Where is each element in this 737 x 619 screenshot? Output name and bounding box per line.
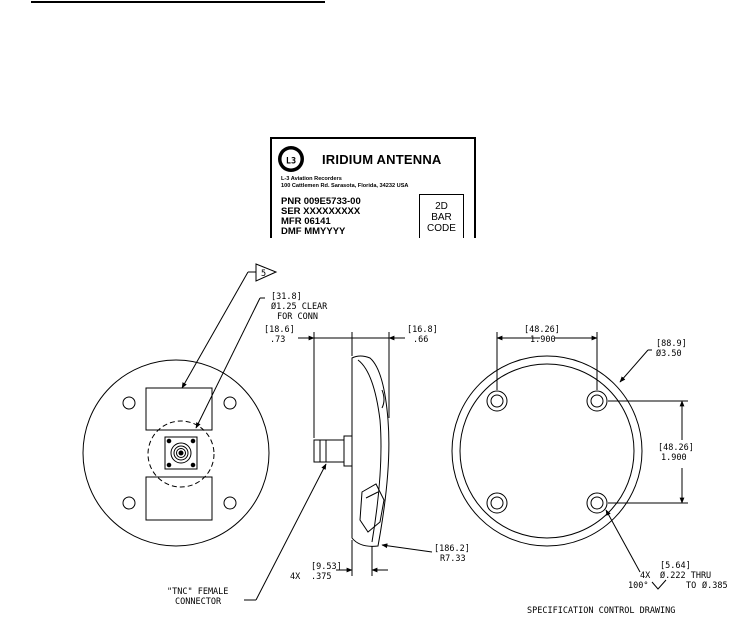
footer-title: SPECIFICATION CONTROL DRAWING bbox=[527, 606, 675, 616]
side-view bbox=[244, 332, 433, 601]
barcode-box: 2D BAR CODE bbox=[419, 194, 464, 238]
svg-text:CONNECTOR: CONNECTOR bbox=[175, 597, 222, 607]
svg-text:R7.33: R7.33 bbox=[440, 554, 466, 564]
svg-text:5: 5 bbox=[261, 269, 266, 279]
label-company-name: L-3 Aviation Recorders bbox=[281, 176, 342, 182]
svg-text:.375: .375 bbox=[311, 572, 331, 582]
label-dmf: DMF MMYYYY bbox=[281, 226, 346, 237]
svg-text:[88.9]: [88.9] bbox=[656, 339, 687, 349]
svg-text:[5.64]: [5.64] bbox=[660, 561, 691, 571]
svg-text:[9.53]: [9.53] bbox=[311, 562, 342, 572]
csk-hole-top-right bbox=[586, 390, 608, 412]
svg-text:1.900: 1.900 bbox=[530, 335, 556, 345]
svg-text:"TNC" FEMALE: "TNC" FEMALE bbox=[167, 587, 228, 597]
label-mfr: MFR 06141 bbox=[281, 216, 331, 227]
svg-text:[18.6]: [18.6] bbox=[264, 325, 295, 335]
label-pnr: PNR 009E5733-00 bbox=[281, 196, 361, 207]
l3-logo-icon: L3 bbox=[278, 146, 304, 172]
svg-text:[48.26]: [48.26] bbox=[658, 443, 694, 453]
base-inner-circle bbox=[459, 363, 635, 539]
svg-text:TO: TO bbox=[686, 581, 696, 591]
upper-pad bbox=[145, 387, 213, 431]
mount-hole-top-right bbox=[223, 396, 237, 410]
barcode-line1: 2D bbox=[435, 201, 448, 212]
svg-text:L3: L3 bbox=[286, 157, 296, 167]
svg-text:Ø3.50: Ø3.50 bbox=[656, 348, 682, 359]
lower-pad bbox=[145, 476, 213, 521]
side-feature bbox=[359, 483, 385, 533]
label-fields: PNR 009E5733-00 SER XXXXXXXXX MFR 06141 … bbox=[281, 197, 361, 237]
svg-text:Ø1.25 CLEAR: Ø1.25 CLEAR bbox=[271, 301, 328, 312]
mount-hole-top-left bbox=[122, 396, 136, 410]
bottom-view bbox=[451, 332, 688, 573]
label-title: IRIDIUM ANTENNA bbox=[322, 152, 442, 167]
top-rule bbox=[31, 1, 325, 3]
svg-text:.66: .66 bbox=[413, 335, 428, 345]
svg-text:Ø.385: Ø.385 bbox=[702, 580, 728, 591]
antenna-base-outline bbox=[82, 359, 270, 547]
connector-barrel bbox=[313, 439, 345, 463]
svg-text:1.900: 1.900 bbox=[661, 453, 687, 463]
csk-hole-top-left bbox=[486, 390, 508, 412]
countersink-symbol-icon bbox=[651, 579, 667, 590]
bottom-view-dimensions: [48.26] 1.900 [88.9] Ø3.50 [48.26] 1.900… bbox=[524, 325, 728, 616]
clear-for-conn-callout: [31.8] Ø1.25 CLEAR FOR CONN bbox=[195, 292, 328, 429]
barcode-line3: CODE bbox=[427, 223, 456, 234]
label-company: L-3 Aviation Recorders 100 Cattlemen Rd.… bbox=[281, 176, 408, 190]
connector-clearance-circle bbox=[147, 420, 215, 488]
csk-hole-bottom-right bbox=[586, 492, 608, 514]
mount-hole-bottom-left bbox=[122, 496, 136, 510]
svg-text:[31.8]: [31.8] bbox=[271, 292, 302, 302]
base-outer-circle bbox=[451, 355, 643, 547]
svg-text:100°: 100° bbox=[628, 581, 648, 591]
svg-text:FOR CONN: FOR CONN bbox=[277, 312, 318, 322]
svg-text:4X: 4X bbox=[290, 572, 301, 582]
connector-flange bbox=[164, 436, 198, 470]
side-view-dimensions: [18.6] .73 [16.8] .66 [186.2] R7.33 [9.5… bbox=[167, 325, 470, 607]
svg-text:4X: 4X bbox=[640, 571, 651, 581]
product-label-plate: L3 IRIDIUM ANTENNA L-3 Aviation Recorder… bbox=[270, 137, 476, 238]
mount-hole-bottom-right bbox=[223, 496, 237, 510]
svg-text:.73: .73 bbox=[270, 335, 285, 345]
svg-text:[16.8]: [16.8] bbox=[407, 325, 438, 335]
barcode-line2: BAR bbox=[431, 212, 452, 223]
label-ser: SER XXXXXXXXX bbox=[281, 206, 361, 217]
svg-text:[186.2]: [186.2] bbox=[434, 544, 470, 554]
label-company-address: 100 Cattlemen Rd. Sarasota, Florida, 342… bbox=[281, 183, 409, 189]
svg-text:[48.26]: [48.26] bbox=[524, 325, 560, 335]
svg-text:Ø.222 THRU: Ø.222 THRU bbox=[660, 570, 711, 581]
note-flag: 5 bbox=[181, 263, 278, 389]
radome-profile bbox=[351, 355, 390, 547]
front-view bbox=[82, 359, 270, 547]
connector-nut bbox=[343, 435, 353, 467]
csk-hole-bottom-left bbox=[486, 492, 508, 514]
connector-body bbox=[170, 442, 192, 464]
